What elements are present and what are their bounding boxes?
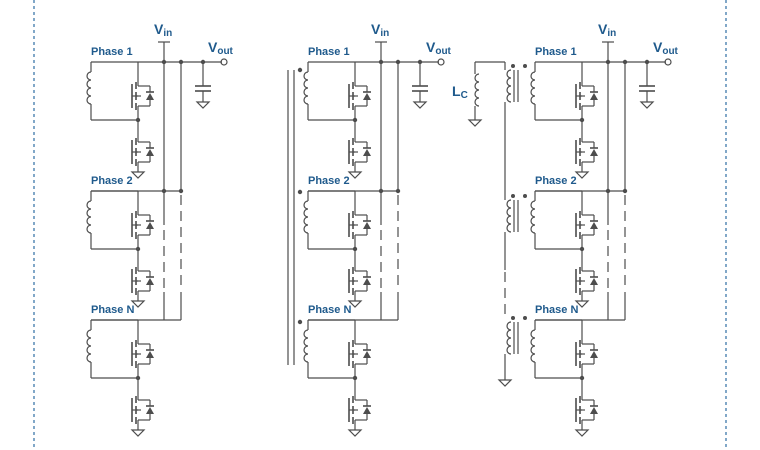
circuit-uncoupled: Vin Vout Phase 1 Phase 2 Phase N xyxy=(87,21,234,436)
vin-label-b: Vin xyxy=(371,21,389,39)
circuit-coupled-core: Vin Vout Phase 1 Phase 2 Phase N xyxy=(287,21,452,436)
phase2-label-b: Phase 2 xyxy=(308,175,350,187)
vout-label-a: Vout xyxy=(208,39,234,57)
phase1-label-c: Phase 1 xyxy=(535,46,577,58)
phaseN-label-c: Phase N xyxy=(535,304,578,316)
lc-label: LC xyxy=(452,83,468,101)
phaseN-label-a: Phase N xyxy=(91,304,134,316)
phase2-label-a: Phase 2 xyxy=(91,175,133,187)
phase1-label-b: Phase 1 xyxy=(308,46,350,58)
vout-label-c: Vout xyxy=(653,39,679,57)
vout-label-b: Vout xyxy=(426,39,452,57)
vin-label-c: Vin xyxy=(598,21,616,39)
circuit-coupled-lc: LC Vin xyxy=(452,21,679,436)
phaseN-label-b: Phase N xyxy=(308,304,351,316)
phase2-label-c: Phase 2 xyxy=(535,175,577,187)
ground-icon xyxy=(468,119,482,127)
phase1-leg-a xyxy=(87,62,154,178)
capacitor-icon xyxy=(194,61,212,109)
phase1-label-a: Phase 1 xyxy=(91,46,133,58)
phase2-leg-a xyxy=(87,191,154,307)
vin-label-a: Vin xyxy=(154,21,172,39)
phaseN-leg-a xyxy=(87,320,154,436)
